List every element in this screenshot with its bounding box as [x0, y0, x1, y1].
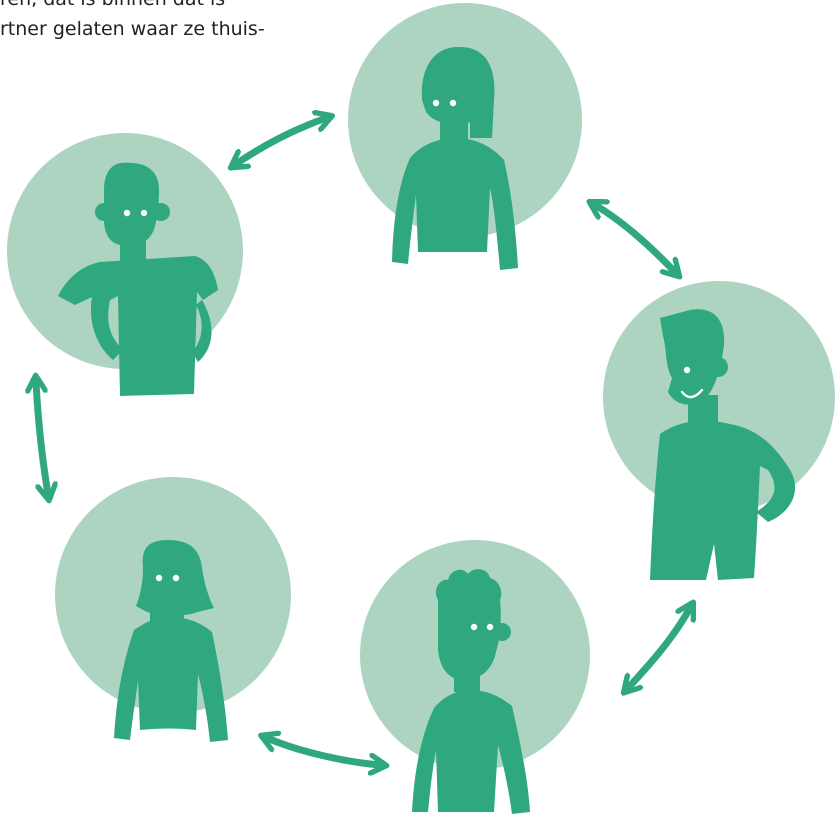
eye [173, 575, 179, 581]
eye [450, 100, 456, 106]
person-right [603, 281, 835, 580]
eye [141, 210, 147, 216]
eye [124, 210, 130, 216]
person-bottom-center [360, 540, 590, 814]
double-arrow-icon [628, 608, 690, 688]
person-top-center [348, 3, 582, 270]
eye [471, 624, 477, 630]
double-arrow-icon [267, 738, 380, 765]
eye [487, 624, 493, 630]
person-bottom-left [55, 477, 291, 742]
eye [156, 575, 162, 581]
double-arrow-icon [595, 205, 675, 272]
eye [433, 100, 439, 106]
double-arrow-icon [36, 382, 48, 494]
double-arrow-icon [236, 118, 326, 164]
person-top-left [7, 133, 243, 396]
eye [684, 367, 690, 373]
